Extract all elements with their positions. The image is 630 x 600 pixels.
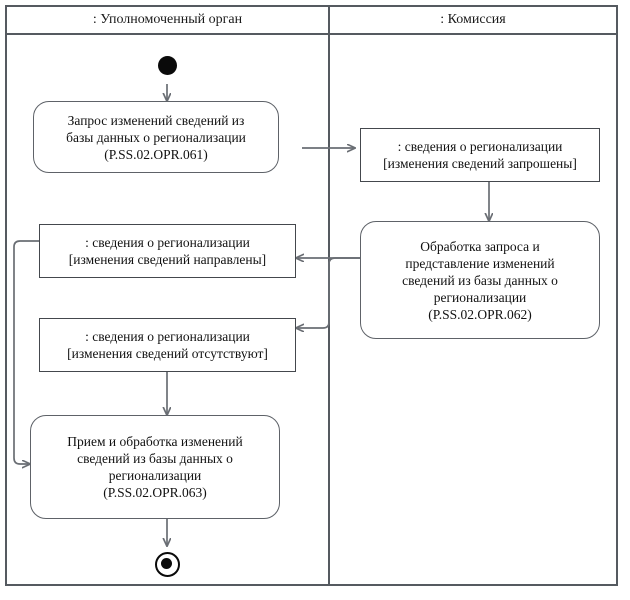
swimlane-header-divider (5, 33, 618, 35)
object-requested-state: [изменения сведений запрошены] (383, 156, 577, 171)
action-node-request-changes[interactable]: Запрос изменений сведений из базы данных… (33, 101, 279, 173)
action-receive-line-4: (P.SS.02.OPR.063) (103, 485, 207, 500)
action-process-line-3: сведений из базы данных о (402, 272, 558, 288)
edge-object-sent-to-action063 (13, 240, 39, 464)
action-node-process-request[interactable]: Обработка запроса и представление измене… (360, 221, 600, 339)
action-receive-line-2: сведений из базы данных о (77, 451, 233, 466)
action-node-receive-process[interactable]: Прием и обработка изменений сведений из … (30, 415, 280, 519)
object-node-changes-absent[interactable]: : сведения о регионализации [изменения с… (39, 318, 296, 372)
object-sent-state: [изменения сведений направлены] (68, 252, 267, 267)
object-requested-name: : сведения о регионализации (397, 139, 563, 154)
object-node-changes-requested[interactable]: : сведения о регионализации [изменения с… (360, 128, 600, 182)
swimlane-frame (5, 5, 618, 586)
action-request-line-1: Запрос изменений сведений из (67, 112, 245, 128)
object-absent-state: [изменения сведений отсутствуют] (67, 346, 268, 361)
action-receive-line-1: Прием и обработка изменений (67, 434, 243, 449)
swimlane-title-authority: : Уполномоченный орган (92, 12, 243, 27)
action-process-line-2: представление изменений (405, 255, 555, 271)
object-absent-name: : сведения о регионализации (85, 329, 250, 344)
initial-node (158, 56, 177, 75)
edge-action062-to-object-absent (296, 257, 360, 328)
action-request-line-2: базы данных о регионализации (66, 129, 246, 145)
action-process-line-4: регионализации (433, 289, 527, 305)
action-process-line-1: Обработка запроса и (420, 238, 540, 254)
final-node (155, 552, 180, 577)
swimlane-title-commission: : Комиссия (440, 12, 506, 27)
action-receive-line-3: регионализации (108, 468, 202, 483)
object-node-changes-sent[interactable]: : сведения о регионализации [изменения с… (39, 224, 296, 278)
object-sent-name: : сведения о регионализации (85, 235, 250, 250)
action-process-line-5: (P.SS.02.OPR.062) (428, 306, 532, 322)
action-request-line-3: (P.SS.02.OPR.061) (104, 146, 208, 162)
